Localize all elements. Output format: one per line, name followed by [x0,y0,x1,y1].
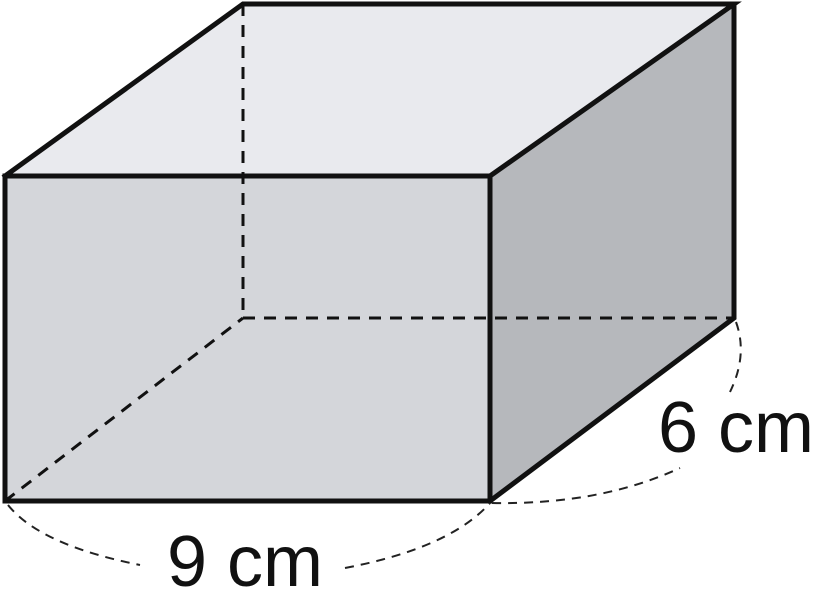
depth-label: 6 cm [658,388,814,468]
length-label: 9 cm [167,522,323,600]
depth-dimension-arc-bottom [491,467,681,505]
depth-dimension-arc-top [729,321,742,393]
top-outline [1,1,742,180]
side-face [490,4,734,501]
side-outline [486,1,737,505]
hidden-edge-left-bottom [4,316,244,503]
length-dimension-arc-left [7,504,141,566]
front-face [5,176,490,501]
length-dimension-arc-right [344,502,491,569]
